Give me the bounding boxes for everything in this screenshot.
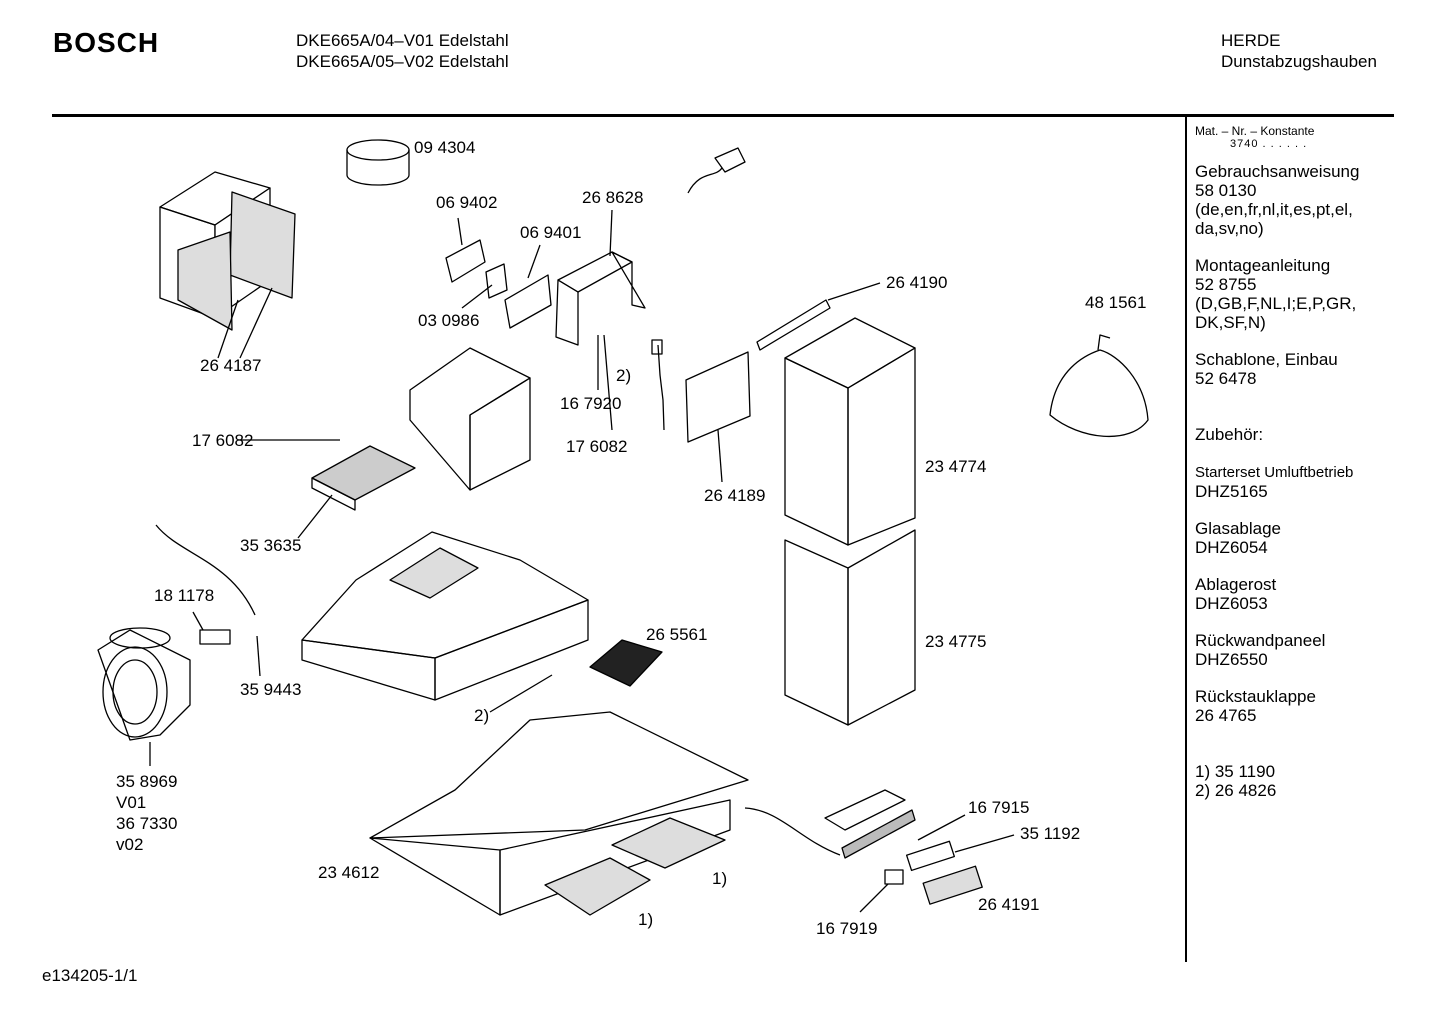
lamp-cable-drawing [489,674,553,713]
block-line: 1) 35 1190 [1195,762,1276,781]
block-line: DHZ6550 [1195,650,1268,669]
block-title: Starterset Umluftbetrieb [1195,464,1354,481]
block-line: DHZ6053 [1195,594,1268,613]
document-code: e134205-1/1 [42,966,138,985]
hood-body-drawing [301,531,589,701]
exploded-parts-diagram: 09 4304 06 9402 26 8628 06 9401 26 4190 … [97,138,1149,938]
part-label: 35 3635 [240,536,301,555]
block-title: Gebrauchsanweisung [1195,162,1360,181]
block-title: Montageanleitung [1195,256,1331,275]
part-label: 17 6082 [566,437,627,456]
part-label: 06 9402 [436,193,497,212]
block-line: 26 4765 [1195,706,1257,725]
light-unit-drawing [589,639,663,687]
mat-label: Mat. – Nr. – Konstante [1195,124,1315,138]
parts-bag-drawing [1049,334,1149,438]
block-line: (de,en,fr,nl,it,es,pt,el, [1195,200,1353,219]
block-line: 52 8755 [1195,275,1257,294]
part-label: 26 5561 [646,625,707,644]
part-label: 26 4191 [978,895,1039,914]
sidebar-block: Gebrauchsanweisung 58 0130 (de,en,fr,nl,… [1195,162,1435,238]
part-label: 23 4612 [318,863,379,882]
part-label: 06 9401 [520,223,581,242]
motor-drawing [97,627,191,741]
block-line: 58 0130 [1195,181,1257,200]
block-title: Rückwandpaneel [1195,631,1326,650]
block-line: 52 6478 [1195,369,1257,388]
category-line-2: Dunstabzugshauben [1221,52,1377,71]
part-label: 48 1561 [1085,293,1146,312]
upper-chimney-drawing [784,317,916,546]
lower-hood-drawing [369,711,749,916]
grease-filter-drawing [311,445,416,511]
part-label: 09 4304 [414,138,475,157]
part-labels: 09 4304 06 9402 26 8628 06 9401 26 4190 … [116,138,1146,938]
mounting-plate-drawing [409,347,531,491]
bracket-drawing [555,251,646,346]
block-line: da,sv,no) [1195,219,1264,238]
part-label: 36 7330 [116,814,177,833]
block-line: DHZ6054 [1195,538,1268,557]
switch-parts-drawing [445,239,552,329]
sidebar-block: Rückstauklappe 26 4765 [1195,687,1435,725]
part-label: 26 8628 [582,188,643,207]
block-title: Zubehör: [1195,425,1264,444]
part-label: 18 1178 [154,586,214,605]
part-label: 03 0986 [418,311,479,330]
cable-drawing [651,339,665,431]
block-title: Ablagerost [1195,575,1277,594]
block-title: Rückstauklappe [1195,687,1316,706]
sidebar-block: 1) 35 1190 2) 26 4826 [1195,762,1435,800]
part-label: 23 4775 [925,632,986,651]
part-label: V01 [116,793,146,812]
sidebar-block: Rückwandpaneel DHZ6550 [1195,631,1435,669]
part-label: 26 4190 [886,273,947,292]
sidebar-block: Starterset Umluftbetrieb DHZ5165 [1195,463,1435,501]
block-line: DHZ5165 [1195,482,1268,501]
strap-drawing [756,299,831,351]
part-label: 2) [474,706,489,725]
block-line: DK,SF,N) [1195,313,1266,332]
sidebar-block: Zubehör: [1195,425,1435,444]
part-label: 16 7915 [968,798,1029,817]
part-label: 16 7920 [560,394,621,413]
lower-chimney-drawing [784,529,916,726]
mat-value: 3740 . . . . . . [1230,138,1308,150]
part-label: 17 6082 [192,431,253,450]
part-label: 23 4774 [925,457,986,476]
part-label: 1) [712,869,727,888]
block-title: Schablone, Einbau [1195,350,1338,369]
sidebar-block: Montageanleitung 52 8755 (D,GB,F,NL,I;E,… [1195,256,1435,332]
filter-block-drawing [685,351,751,443]
brand-logo: BOSCH [53,27,160,58]
part-label: 2) [616,366,631,385]
sidebar-block: Schablone, Einbau 52 6478 [1195,350,1435,388]
lamp-parts-drawing [744,789,983,905]
sidebar-block: Ablagerost DHZ6053 [1195,575,1435,613]
leader-lines [149,209,1015,913]
part-label: 26 4189 [704,486,765,505]
part-label: 35 8969 [116,772,177,791]
block-title: Glasablage [1195,519,1282,538]
block-line: 2) 26 4826 [1195,781,1277,800]
sidebar-block: Glasablage DHZ6054 [1195,519,1435,557]
model-line-2: DKE665A/05–V02 Edelstahl [296,52,509,71]
category-line-1: HERDE [1221,31,1281,50]
part-label: 26 4187 [200,356,261,375]
part-label: 16 7919 [816,919,877,938]
sidebar: Mat. – Nr. – Konstante 3740 . . . . . . … [1195,124,1435,800]
sidebar-divider [1185,117,1187,962]
capacitor-drawing [155,524,256,645]
power-plug-drawing [687,147,746,194]
part-label: 35 9443 [240,680,301,699]
part-label: 35 1192 [1020,824,1080,843]
filter-box-drawing [159,171,296,331]
part-label: 1) [638,910,653,929]
duct-ring-drawing [346,139,410,186]
model-line-1: DKE665A/04–V01 Edelstahl [296,31,509,50]
part-label: v02 [116,835,143,854]
header-divider [52,114,1394,117]
block-line: (D,GB,F,NL,I;E,P,GR, [1195,294,1357,313]
